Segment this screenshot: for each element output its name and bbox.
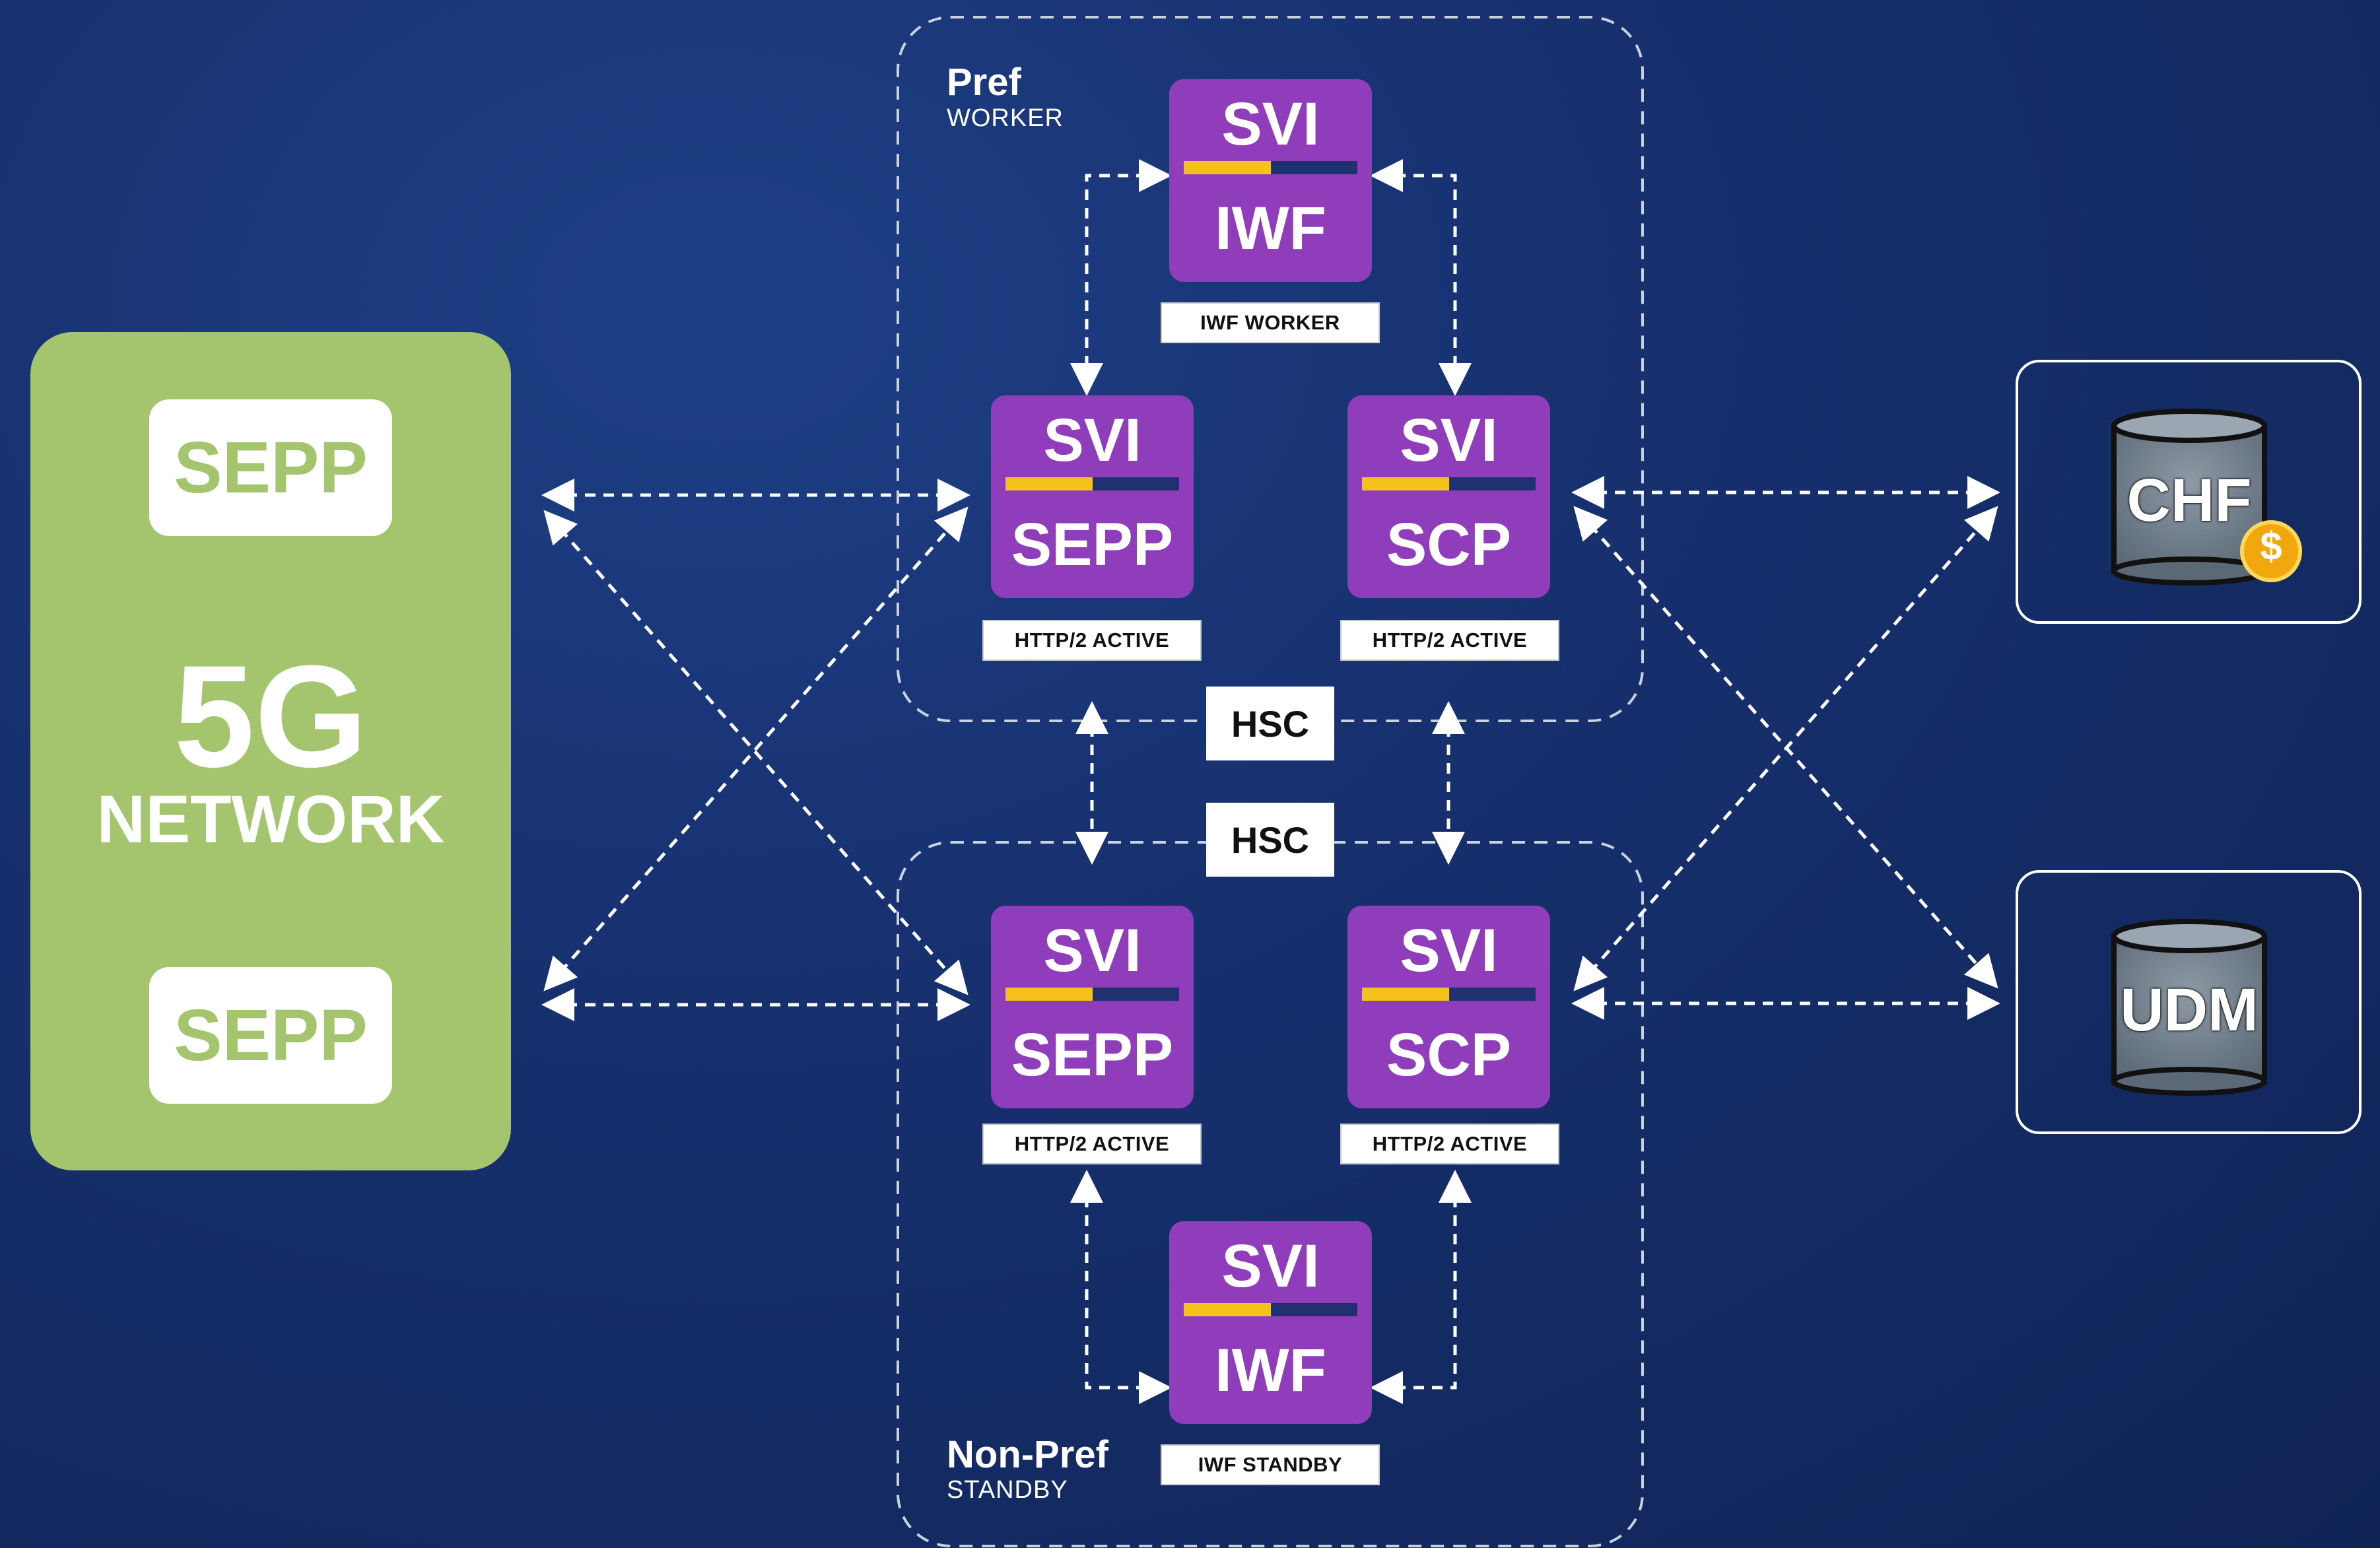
- conn-pref-iwf-sepp: [1070, 159, 1172, 396]
- svi-status-bar: [1005, 988, 1179, 1001]
- hsc-upper-box: HSC: [1206, 687, 1334, 760]
- sepp-label: SEPP: [1011, 1021, 1174, 1089]
- svi-status-bar: [1362, 988, 1536, 1001]
- scp-label: SCP: [1386, 511, 1512, 578]
- conn-pref-iwf-scp: [1370, 159, 1472, 396]
- nonpref-scp-tag: HTTP/2 ACTIVE: [1340, 1124, 1559, 1164]
- conn-nonpref-iwf-sepp: [1070, 1170, 1172, 1404]
- svi-label: SVI: [1400, 407, 1498, 474]
- svi-label: SVI: [1221, 90, 1320, 158]
- nonpref-svi-iwf-node: SVI IWF: [1169, 1221, 1372, 1424]
- nonpref-sepp-tag: HTTP/2 ACTIVE: [982, 1124, 1202, 1164]
- nonpref-svi-scp-node: SVI SCP: [1347, 906, 1550, 1108]
- svi-label: SVI: [1043, 407, 1141, 474]
- conn-net-top-nonpref-sepp: [543, 510, 969, 995]
- pref-group-subtitle: WORKER: [947, 104, 1064, 132]
- pref-sepp-tag: HTTP/2 ACTIVE: [982, 620, 1202, 661]
- svi-status-bar: [1184, 161, 1357, 174]
- udm-card: [2016, 870, 2362, 1134]
- conn-nonpref-iwf-scp: [1370, 1170, 1472, 1404]
- network-title-label: NETWORK: [96, 782, 445, 857]
- pref-scp-tag: HTTP/2 ACTIVE: [1340, 620, 1559, 661]
- hsc-lower-box: HSC: [1206, 803, 1334, 877]
- svi-status-bar: [1362, 477, 1536, 490]
- sepp-label: SEPP: [1011, 511, 1174, 578]
- iwf-label: IWF: [1215, 1337, 1326, 1404]
- chf-dollar-text: $: [2260, 524, 2282, 568]
- network-title-5g: 5G: [174, 635, 368, 797]
- pref-svi-scp-node: SVI SCP: [1347, 395, 1550, 598]
- chf-label: CHF: [2126, 467, 2252, 534]
- iwf-label: IWF: [1215, 195, 1326, 262]
- network-sepp-top: SEPP: [149, 399, 392, 536]
- pref-iwf-tag: IWF WORKER: [1161, 302, 1380, 343]
- chf-card: [2016, 360, 2362, 624]
- svi-status-bar: [1005, 477, 1179, 490]
- chf-cylinder-icon: [2111, 409, 2267, 586]
- svi-label: SVI: [1043, 917, 1141, 984]
- nonpref-group-subtitle: STANDBY: [947, 1476, 1068, 1504]
- chf-dollar-badge-icon: [2240, 520, 2302, 582]
- pref-svi-sepp-node: SVI SEPP: [991, 395, 1194, 598]
- udm-cylinder-icon: [2111, 919, 2267, 1096]
- svi-status-bar: [1184, 1303, 1357, 1316]
- pref-group-title: Pref: [947, 61, 1021, 104]
- nonpref-group-title: Non-Pref: [947, 1433, 1108, 1476]
- conn-net-bottom-pref-sepp: [543, 506, 969, 992]
- svi-label: SVI: [1221, 1232, 1320, 1300]
- network-sepp-bottom: SEPP: [149, 967, 392, 1104]
- svi-label: SVI: [1400, 917, 1498, 984]
- nonpref-iwf-tag: IWF STANDBY: [1161, 1444, 1380, 1485]
- nonpref-svi-sepp-node: SVI SEPP: [991, 906, 1194, 1108]
- conn-nonpref-scp-chf: [1573, 506, 1998, 992]
- udm-label: UDM: [2120, 976, 2259, 1044]
- pref-svi-iwf-node: SVI IWF: [1169, 79, 1372, 282]
- pref-group-boundary: [897, 16, 1644, 722]
- scp-label: SCP: [1386, 1021, 1512, 1089]
